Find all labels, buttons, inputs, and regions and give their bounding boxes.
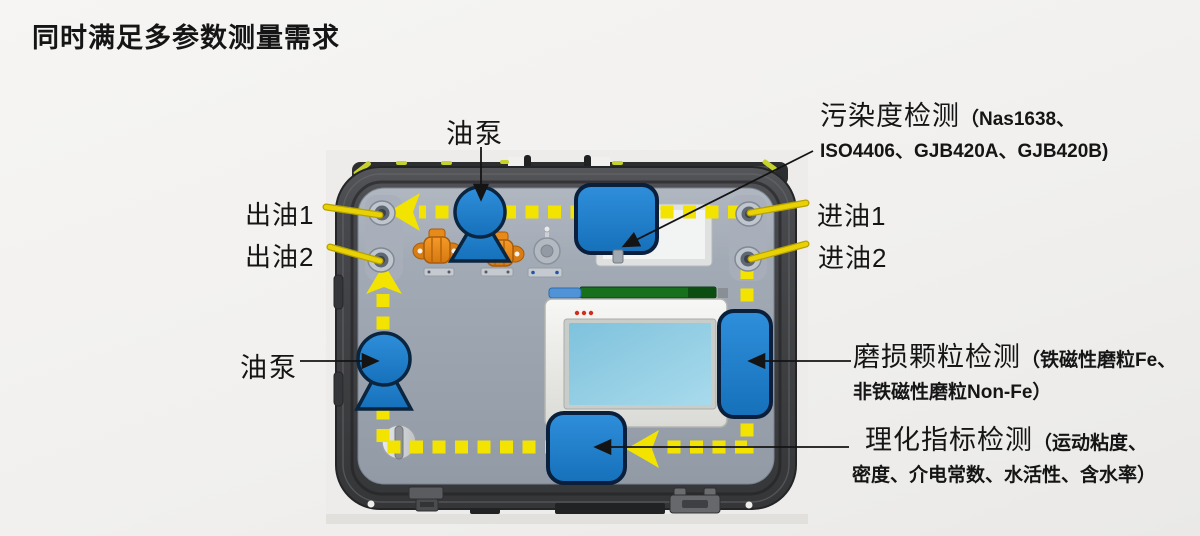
oil-pump-top-icon bbox=[447, 185, 513, 263]
wear-particle-sensor-icon bbox=[717, 309, 773, 419]
case-feet bbox=[470, 503, 665, 514]
contamination-detail-1: （Nas1638、 bbox=[960, 109, 1076, 130]
physchem-detail-1: （运动粘度、 bbox=[1033, 433, 1148, 454]
latch-right bbox=[669, 487, 721, 514]
pump-left-label: 油泵 bbox=[240, 353, 298, 383]
wear-detail-2: 非铁磁性磨粒Non-Fe） bbox=[853, 382, 1052, 403]
flow-arrow-left-icon bbox=[388, 193, 420, 231]
wear-particle-label: 磨损颗粒检测（铁磁性磨粒Fe、 非铁磁性磨粒Non-Fe） bbox=[853, 341, 1176, 405]
screw-hole-left bbox=[367, 500, 375, 508]
oil-out-1-label: 出油1 bbox=[245, 200, 315, 230]
wear-name: 磨损颗粒检测 bbox=[853, 342, 1021, 372]
physchem-sensor-icon bbox=[546, 411, 627, 485]
physchem-detail-2: 密度、介电常数、水活性、含水率） bbox=[852, 465, 1157, 486]
page-title: 同时满足多参数测量需求 bbox=[32, 23, 340, 53]
flow-arrow-up-icon bbox=[366, 264, 402, 294]
contamination-sensor-icon bbox=[574, 183, 659, 264]
flow-arrows bbox=[366, 193, 659, 468]
physchem-label: 理化指标检测（运动粘度、 密度、介电常数、水活性、含水率） bbox=[852, 424, 1156, 488]
contamination-detail-2: ISO4406、GJB420A、GJB420B) bbox=[820, 141, 1109, 162]
oil-pump-left-icon bbox=[354, 331, 414, 411]
leader-oil-in-1 bbox=[747, 200, 809, 216]
oil-in-2-label: 进油2 bbox=[818, 243, 888, 273]
mount-plates bbox=[423, 267, 563, 278]
display-screen bbox=[544, 286, 728, 428]
oil-out-2-label: 出油2 bbox=[245, 242, 315, 272]
oil-in-1-label: 进油1 bbox=[817, 201, 887, 231]
leader-oil-in-2 bbox=[748, 241, 809, 262]
leader-oil-out-2 bbox=[327, 244, 383, 264]
annotation-line-contamination bbox=[621, 150, 814, 248]
contamination-name: 污染度检测 bbox=[820, 101, 960, 131]
latch-left bbox=[408, 486, 444, 512]
leader-oil-out-1 bbox=[323, 204, 383, 218]
wear-detail-1: （铁磁性磨粒Fe、 bbox=[1021, 350, 1177, 371]
ports bbox=[367, 200, 763, 273]
dial-icon bbox=[533, 225, 561, 265]
port-leader-lines bbox=[322, 199, 810, 265]
screw-hole-right bbox=[745, 501, 753, 509]
contamination-label: 污染度检测（Nas1638、 ISO4406、GJB420A、GJB420B) bbox=[820, 100, 1108, 164]
flow-arrow-bottom-icon bbox=[626, 430, 659, 468]
annotation-lines bbox=[300, 147, 851, 456]
physchem-name: 理化指标检测 bbox=[865, 425, 1033, 455]
pump-top-label: 油泵 bbox=[446, 119, 504, 149]
